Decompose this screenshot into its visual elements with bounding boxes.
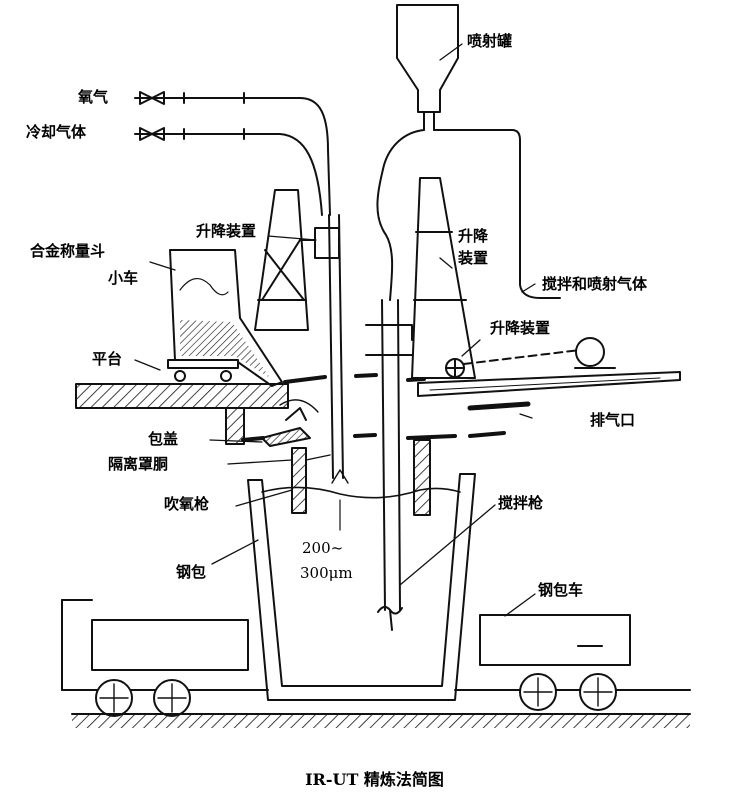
label-exhaust: 排气口 [590, 411, 636, 429]
stirring-lance [366, 300, 412, 630]
label-platform: 平台 [92, 350, 123, 368]
center-lift-tower [412, 178, 475, 378]
label-alloy-hopper-1: 合金称量斗 [30, 242, 106, 260]
oxygen-line [135, 92, 330, 215]
right-platform [418, 338, 680, 396]
label-gap-line-2: 300μm [300, 564, 353, 582]
label-cooling-gas: 冷却气体 [26, 123, 87, 141]
label-lift-device-center-2: 装置 [458, 249, 489, 267]
label-oxygen: 氧气 [78, 88, 109, 106]
label-stirring-lance: 搅拌枪 [498, 494, 544, 512]
ground [72, 714, 690, 728]
label-ladle-cover: 包盖 [148, 430, 179, 448]
platform [76, 384, 288, 444]
left-lift-tower [255, 190, 339, 330]
leader-lines [135, 44, 535, 616]
ladle-car-left [62, 600, 268, 716]
label-lift-device-right: 升降装置 [490, 319, 551, 337]
label-gap-line-1: 200~ [302, 539, 344, 557]
label-lift-device-left: 升降装置 [196, 222, 257, 240]
spray-tank [397, 5, 458, 130]
ladle-cover [262, 400, 430, 515]
label-alloy-hopper-2: 小车 [108, 269, 139, 287]
label-ladle: 钢包 [176, 563, 207, 581]
spray-gas-pipe [377, 130, 560, 300]
label-isolation-hood: 隔离罩胴 [108, 455, 169, 473]
label-lift-device-center-1: 升降 [458, 227, 489, 245]
cooling-gas-line [135, 128, 322, 215]
label-stir-spray-gas: 搅拌和喷射气体 [542, 275, 648, 293]
ladle [248, 470, 475, 700]
ladle-car-right [455, 615, 690, 710]
label-ladle-car: 钢包车 [538, 581, 584, 599]
oxygen-lance [329, 215, 343, 478]
cover-seals [243, 375, 528, 440]
figure-caption: IR-UT 精炼法简图 [305, 770, 444, 789]
label-oxygen-lance: 吹氧枪 [164, 495, 210, 513]
label-spray-tank: 喷射罐 [467, 32, 513, 50]
alloy-hopper [168, 250, 282, 386]
